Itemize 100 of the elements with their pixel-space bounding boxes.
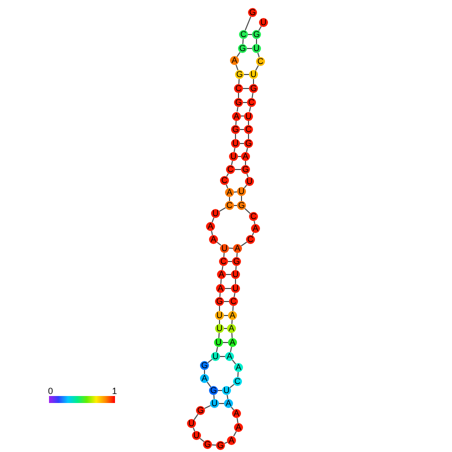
nucleotide-circle: A: [225, 352, 234, 361]
nucleotide-circle: G: [231, 125, 240, 134]
backbone-line: [252, 92, 254, 99]
nucleotide-circle: G: [215, 297, 224, 306]
nucleotide-circle: U: [214, 338, 223, 347]
nucleotide-circle: U: [237, 187, 246, 196]
backbone-line: [233, 430, 237, 437]
nucleotide-circle: A: [216, 284, 225, 293]
nucleotide-circle: C: [256, 57, 265, 66]
nucleotide-circle: U: [211, 209, 220, 218]
backbone-line: [256, 38, 257, 44]
nucleotide-circle: A: [209, 235, 218, 244]
nucleotide-circle: A: [234, 363, 243, 372]
backbone-line: [234, 292, 236, 298]
nucleotide-circle: G: [232, 257, 241, 266]
nucleotide-circle: A: [232, 409, 241, 418]
backbone-line: [237, 372, 239, 378]
base-pair-line: [244, 74, 250, 75]
nucleotide-circle: U: [229, 152, 238, 161]
backbone-line: [234, 147, 236, 153]
base-pair-line: [246, 48, 252, 49]
nucleotide-circle: U: [211, 352, 220, 361]
backbone-line: [220, 278, 222, 284]
base-pair-line: [242, 88, 250, 89]
nucleotide-circle: U: [231, 139, 240, 148]
backbone-line: [236, 106, 238, 112]
backbone-line: [206, 382, 212, 388]
backbone-line: [248, 134, 249, 140]
base-pair-line: [240, 129, 244, 130]
nucleotide-circle: U: [215, 324, 224, 333]
backbone-line: [238, 92, 239, 98]
nucleotide-circle: A: [234, 423, 243, 432]
base-pair-line: [234, 169, 242, 170]
nucleotide-circle: U: [259, 18, 268, 27]
nucleotide-circle: U: [215, 311, 224, 320]
nucleotide-circle: U: [252, 44, 261, 53]
backbone-line: [216, 346, 218, 353]
nucleotide-circle: G: [252, 30, 261, 39]
nucleotide-circle: C: [229, 297, 238, 306]
base-pair-line: [242, 102, 248, 103]
nucleotide-circle: G: [238, 44, 247, 53]
backbone-line: [236, 64, 238, 71]
backbone-line: [211, 444, 217, 446]
backbone-line: [236, 52, 240, 58]
nucleotide-circle: G: [216, 441, 225, 450]
base-pair-line: [228, 248, 234, 249]
base-pair-line: [220, 356, 226, 357]
backbone-line: [258, 26, 262, 32]
backbone-line: [244, 16, 252, 31]
nucleotide-circle: G: [209, 386, 218, 395]
nucleotide-circle: A: [200, 374, 209, 383]
backbone-line: [226, 394, 228, 400]
nucleotide-circle: U: [192, 431, 201, 440]
backbone-line: [245, 160, 246, 166]
base-pair-line: [226, 274, 232, 275]
backbone-line: [229, 196, 230, 202]
backbone-line: [244, 208, 251, 214]
nucleotide-circle: A: [251, 224, 260, 233]
backbone-line: [204, 370, 205, 374]
base-pair-line: [218, 390, 222, 391]
nucleotide-circle: A: [224, 399, 233, 408]
base-pair-line: [218, 403, 224, 404]
nucleotide-circle: U: [220, 244, 229, 252]
base-pair-line: [224, 315, 228, 316]
nucleotide-circle: U: [245, 177, 254, 186]
nucleotide-circle: U: [231, 270, 240, 279]
backbone-line: [213, 394, 215, 400]
nucleotide-circle: G: [196, 406, 205, 415]
backbone-line: [254, 220, 256, 225]
nucleotide-circle: A: [227, 436, 236, 444]
base-pair-line: [224, 328, 228, 329]
backbone-line: [253, 78, 254, 84]
nucleotide-circle: A: [225, 188, 234, 197]
backbone-line: [235, 278, 236, 284]
backbone-line: [235, 134, 236, 140]
backbone-line: [230, 346, 232, 353]
nucleotide-circle: A: [228, 311, 237, 320]
backbone-line: [238, 78, 240, 84]
nucleotide-circle: G: [235, 70, 244, 79]
backbone-line: [246, 147, 248, 153]
nucleotide-circle: C: [226, 165, 235, 174]
nucleotide-circle: A: [232, 112, 241, 120]
nucleotide-circle: A: [230, 56, 239, 65]
nucleotide-circle: A: [217, 270, 226, 279]
backbone-line: [235, 265, 237, 271]
nucleotide-circle: U: [249, 70, 258, 79]
backbone-line: [218, 332, 220, 338]
base-pair-line: [224, 288, 232, 289]
nucleotide-circle: G: [249, 84, 258, 93]
base-pair-line: [224, 301, 230, 302]
nucleotide-circle: U: [210, 399, 219, 408]
backbone-line: [216, 242, 222, 246]
nucleotide-circle: G: [248, 8, 257, 17]
base-pair-line: [233, 191, 238, 193]
backbone-line: [231, 319, 233, 325]
nucleotide-circle: C: [219, 257, 228, 266]
backbone-line: [231, 160, 233, 166]
nucleotide-circle: G: [200, 361, 209, 370]
nucleotide-circle: G: [237, 201, 246, 210]
scale-tick-label: 0: [48, 387, 54, 396]
